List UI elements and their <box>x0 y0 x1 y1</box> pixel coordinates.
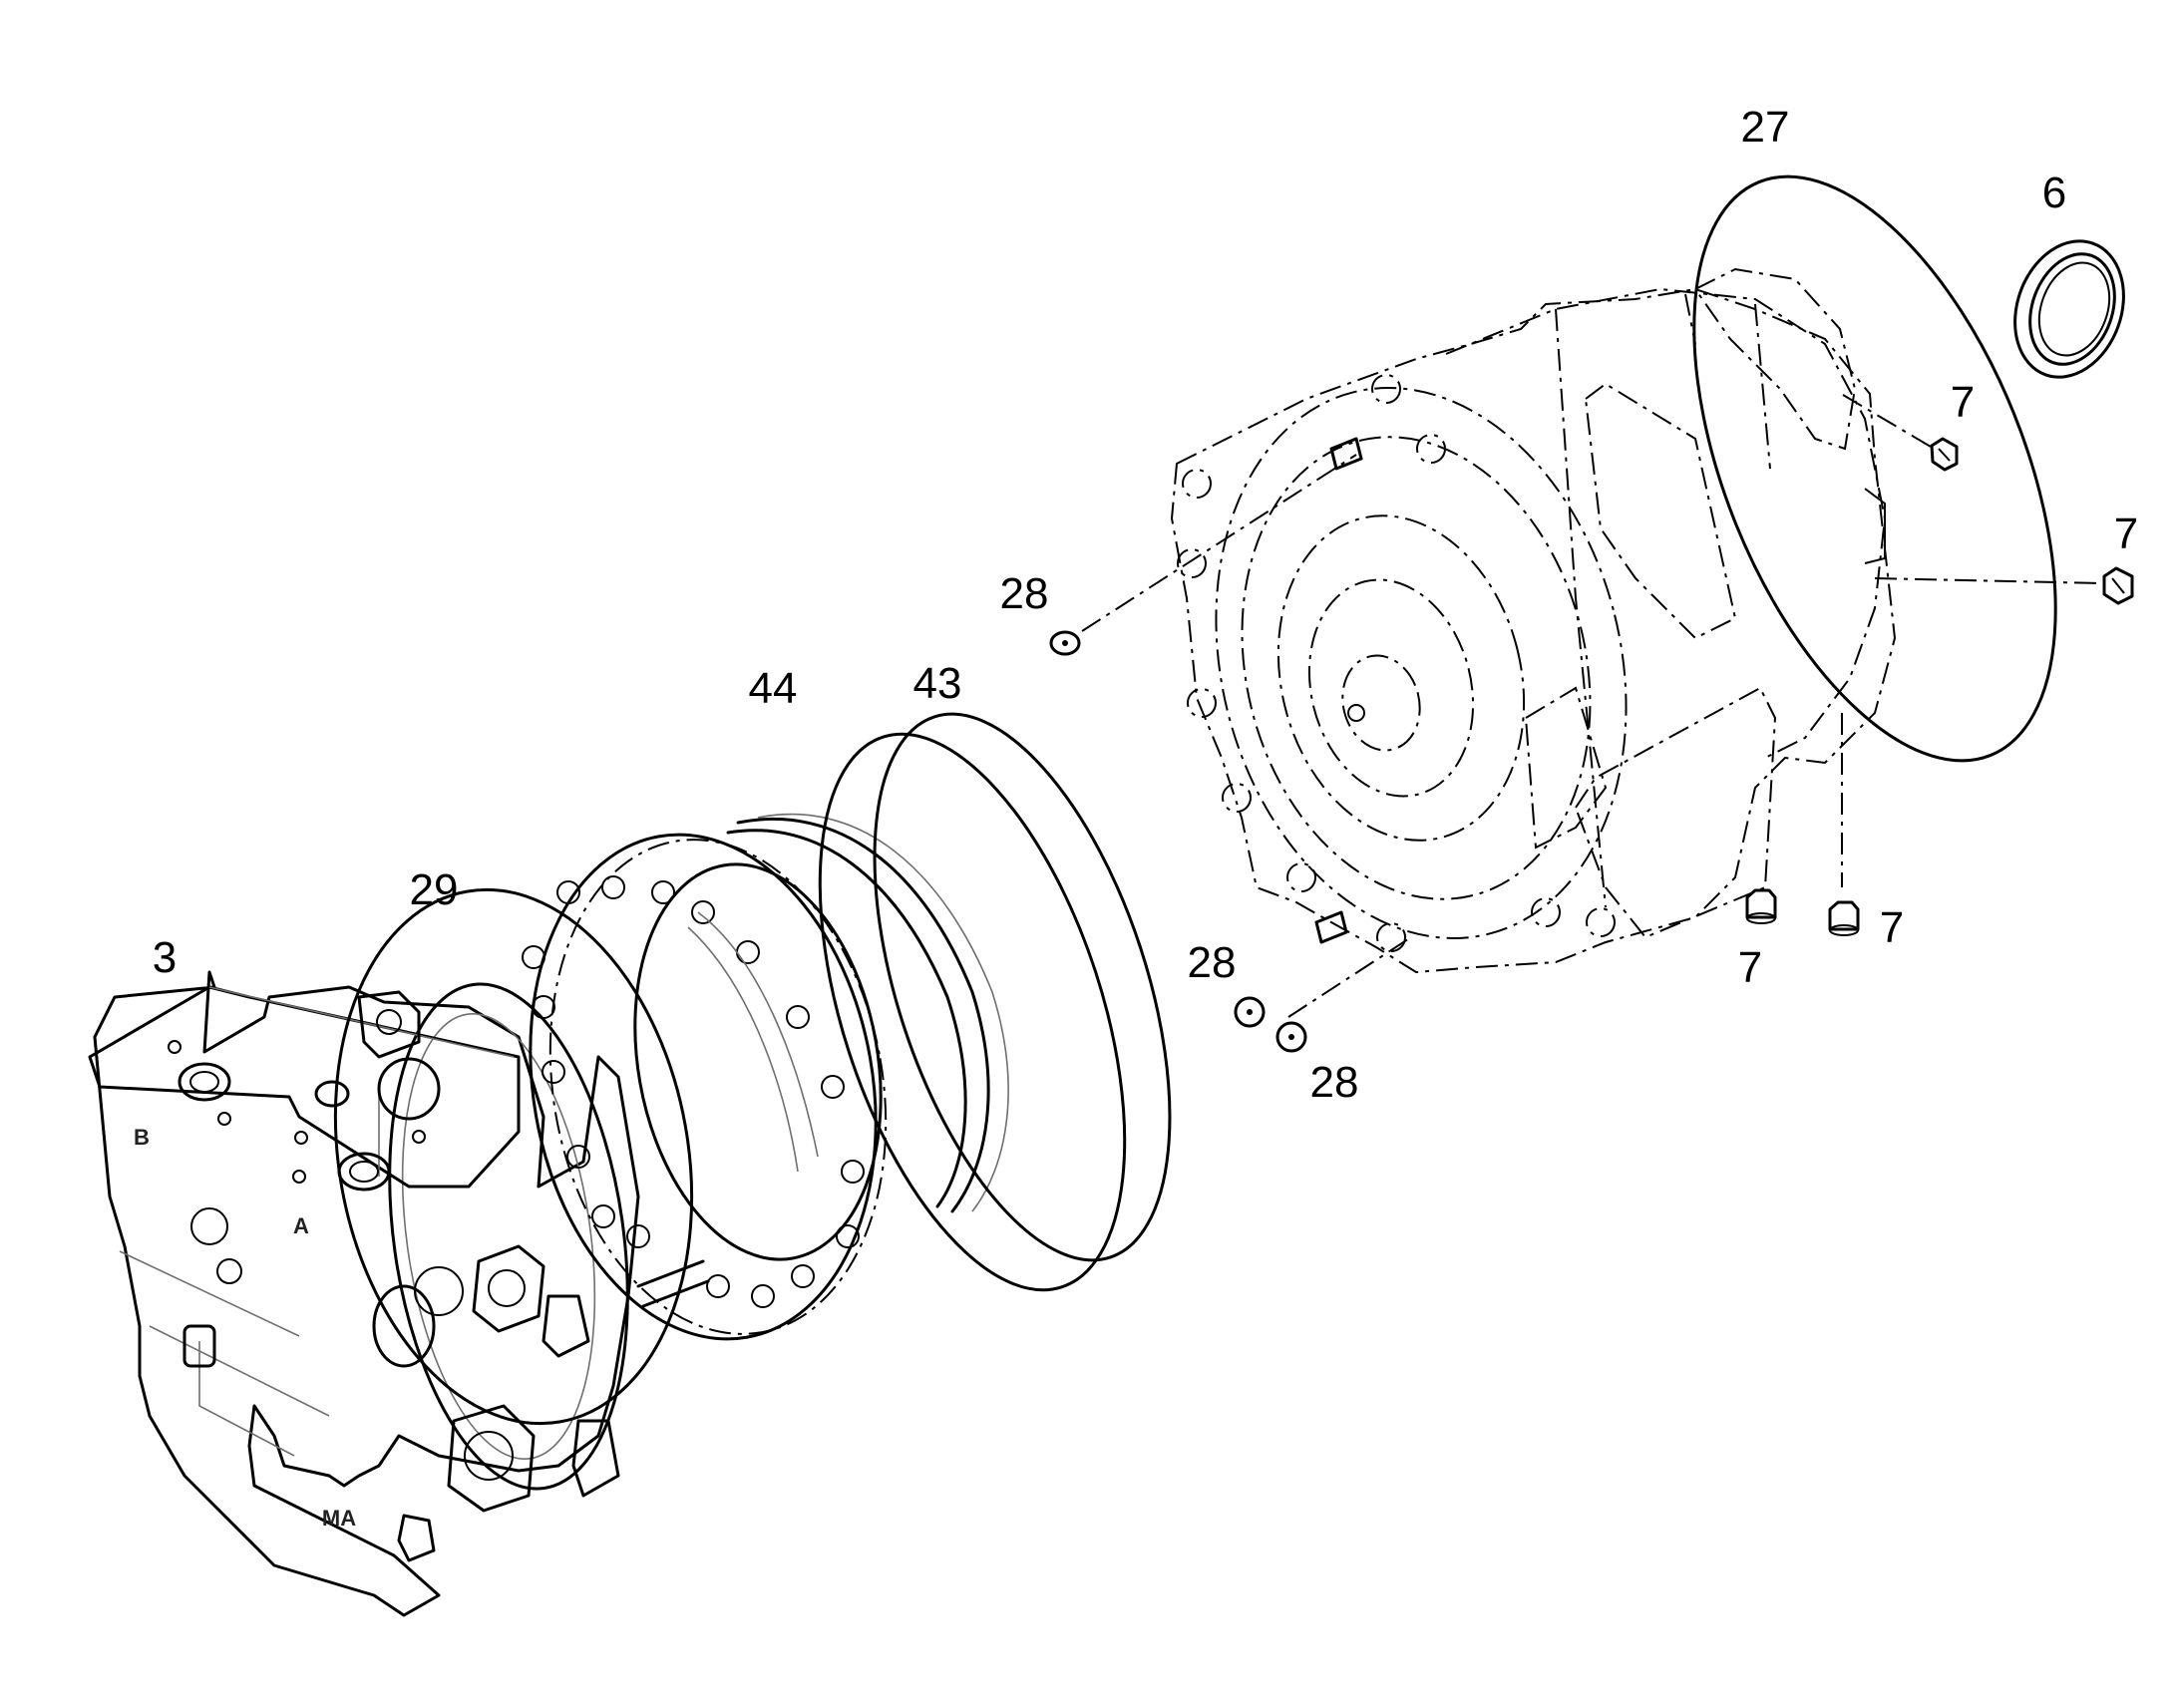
callout-28-bottom-b: 28 <box>1310 1058 1359 1107</box>
callout-28-top: 28 <box>1000 569 1049 618</box>
o-ring-part-29 <box>333 887 694 1426</box>
callout-43: 43 <box>913 659 962 708</box>
callout-29: 29 <box>410 865 459 914</box>
o-ring-part-27 <box>1692 174 2057 763</box>
callout-44: 44 <box>749 664 798 713</box>
callout-7-bottom-a: 7 <box>1738 943 1762 992</box>
plug-part-7-top <box>1930 437 1959 472</box>
plug-part-7-bottom-b <box>1828 900 1860 936</box>
washer-part-28-bottom-a <box>1234 996 1266 1028</box>
washer-part-28-bottom-b <box>1275 1021 1307 1053</box>
washer-part-28-top <box>1049 630 1081 656</box>
callout-3: 3 <box>153 933 177 982</box>
callout-28-bottom-a: 28 <box>1188 938 1237 987</box>
plug-part-7-bottom-a <box>1745 888 1777 924</box>
leader-lines <box>1081 394 2105 1018</box>
brake-plate-ring <box>522 813 1009 1341</box>
final-drive-housing <box>1170 267 1897 974</box>
callout-7-right: 7 <box>2114 510 2138 558</box>
port-ma-mark: MA <box>322 1506 356 1531</box>
callout-7-top: 7 <box>1951 378 1975 427</box>
plug-part-7-right <box>2102 566 2134 605</box>
port-b-mark: B <box>134 1125 150 1150</box>
o-ring-part-43 <box>818 712 1172 1292</box>
callout-27: 27 <box>1741 103 1790 152</box>
callout-labels: 3 29 44 43 28 28 28 27 6 7 7 7 7 <box>153 103 2138 1107</box>
callout-7-bottom-b: 7 <box>1880 903 1904 952</box>
hydraulic-motor-part-3: B A MA <box>88 970 710 1617</box>
callout-6: 6 <box>2042 169 2066 217</box>
shaft-seal-part-6 <box>2013 239 2125 379</box>
port-a-mark: A <box>293 1213 309 1238</box>
